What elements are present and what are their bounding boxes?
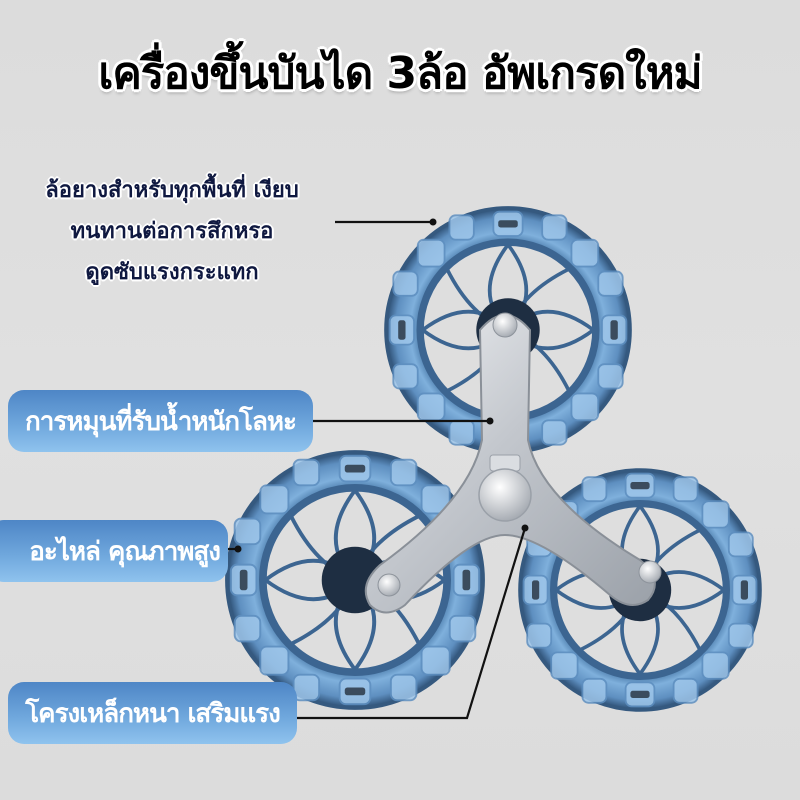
description-line-3: ดูดซับแรงกระแทก: [85, 260, 259, 285]
callout-dots: [234, 218, 529, 553]
feature-label-text: การหมุนที่รับน้ำหนักโลหะ: [25, 406, 297, 437]
wheel-left: [227, 452, 483, 708]
feature-label-text: โครงเหล็กหนา เสริมแรง: [25, 698, 281, 729]
y-frame: [364, 312, 662, 614]
feature-label-text: อะไหล่ คุณภาพสูง: [29, 536, 221, 567]
feature-label-quality-parts: อะไหล่ คุณภาพสูง: [0, 520, 228, 582]
page-title: เครื่องขึ้นบันได 3ล้อ อัพเกรดใหม่: [98, 48, 702, 99]
tire-description: ล้อยางสำหรับทุกพื้นที่ เงียบ ทนทานต่อการ…: [12, 170, 332, 293]
feature-label-metal-bearing: การหมุนที่รับน้ำหนักโลหะ: [8, 390, 313, 452]
description-line-1: ล้อยางสำหรับทุกพื้นที่ เงียบ: [45, 178, 299, 203]
feature-label-steel-frame: โครงเหล็กหนา เสริมแรง: [8, 682, 297, 744]
description-line-2: ทนทานต่อการสึกหรอ: [70, 219, 274, 244]
